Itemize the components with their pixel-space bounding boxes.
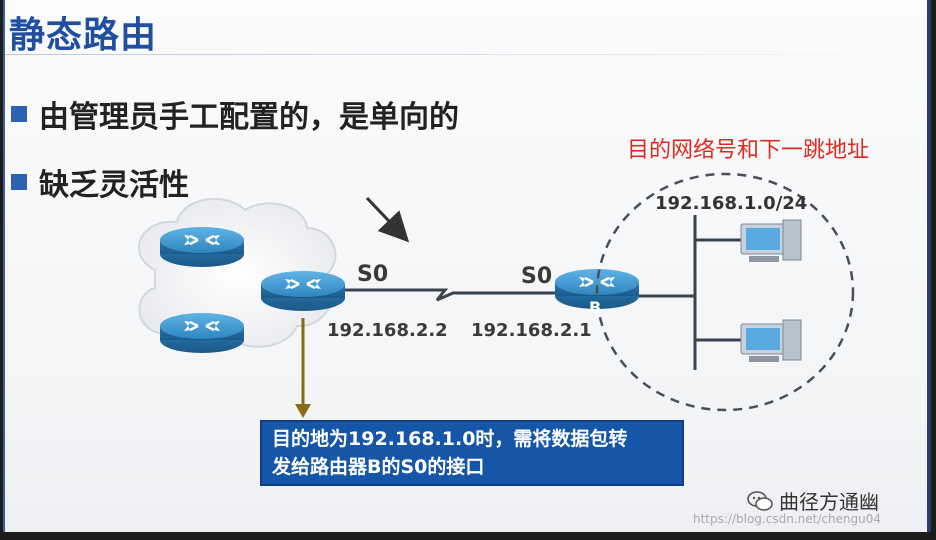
interface-s0-right: S0 <box>521 264 553 289</box>
pc-icon <box>740 219 802 262</box>
interface-s0-left: S0 <box>357 262 389 287</box>
bullet-square-icon <box>11 174 27 190</box>
bullet-item: 缺乏灵活性 <box>11 160 189 204</box>
page-title: 静态路由 <box>9 15 158 56</box>
router-b-label: B <box>589 298 602 317</box>
bullet-text: 由管理员手工配置的，是单向的 <box>39 100 459 135</box>
slide: 静态路由 由管理员手工配置的，是单向的 缺乏灵活性 目的网络号和下一跳地址 <box>3 0 929 532</box>
wechat-icon <box>747 490 773 511</box>
ip-right-label: 192.168.2.1 <box>471 320 592 341</box>
ip-left-label: 192.168.2.2 <box>327 320 448 341</box>
title-divider <box>5 54 929 55</box>
serial-link <box>345 288 557 302</box>
pc-icon <box>740 319 802 362</box>
callout-line: 目的地为192.168.1.0时，需将数据包转 <box>272 428 628 450</box>
callout-box: 目的地为192.168.1.0时，需将数据包转 发给路由器B的S0的接口 <box>260 420 684 486</box>
pointer-arrow <box>365 196 410 243</box>
bullet-text: 缺乏灵活性 <box>39 168 189 203</box>
router-a-icon <box>261 271 345 311</box>
watermark-url: https://blog.csdn.net/chengu04 <box>693 512 882 526</box>
watermark-brand: 曲径方通幽 <box>779 490 879 514</box>
bullet-item: 由管理员手工配置的，是单向的 <box>11 92 459 136</box>
router-icon <box>160 313 244 353</box>
network-address-label: 192.168.1.0/24 <box>655 193 808 214</box>
lan-boundary <box>595 172 855 412</box>
watermark: 曲径方通幽 <box>747 486 879 515</box>
window-right-border <box>927 0 931 532</box>
router-icon <box>160 227 244 267</box>
dest-network-label: 目的网络号和下一跳地址 <box>627 138 870 163</box>
callout-line: 发给路由器B的S0的接口 <box>272 456 485 478</box>
bullet-square-icon <box>11 106 27 122</box>
network-diagram <box>138 172 855 418</box>
